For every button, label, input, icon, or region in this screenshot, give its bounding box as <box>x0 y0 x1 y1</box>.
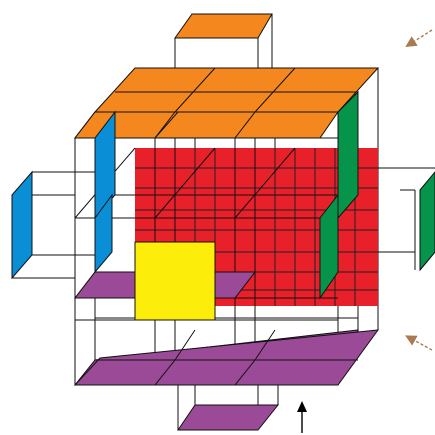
cue-arrow-top-right-icon <box>410 30 432 44</box>
orange-face <box>75 14 378 138</box>
cue-arrow-bottom-right-icon <box>410 338 432 350</box>
up-arrow-icon <box>297 401 307 433</box>
yellow-face <box>135 242 215 320</box>
